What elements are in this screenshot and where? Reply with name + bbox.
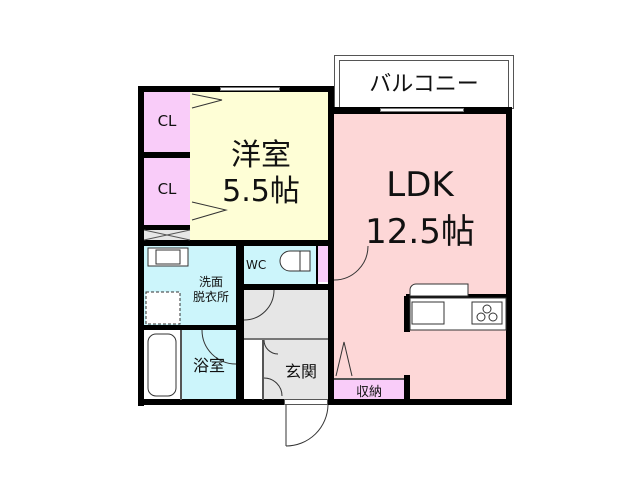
ldk-name: LDK [386,165,454,205]
wc-label: WC [246,258,267,272]
ldk-size: 12.5帖 [365,212,475,252]
hallway [244,290,328,340]
wc-closet [318,246,328,282]
washroom-label-2: 脱衣所 [192,290,229,304]
closet-top [144,92,190,152]
western-room-size: 5.5帖 [222,174,300,209]
entry-door-gap [284,399,328,405]
storage-label: 収納 [355,385,382,400]
shoe-cabinet [244,340,264,400]
window-ldk [380,108,464,112]
balcony: バルコニー [334,55,514,109]
entrance-room [264,340,328,400]
western-room-name: 洋室 [231,138,291,173]
washroom-label-1: 洗面 [198,275,223,289]
bathroom-label: 浴室 [192,356,225,375]
ldk-room [334,114,506,400]
closet-bottom-label: CL [157,180,177,198]
western-room [190,92,330,240]
entrance-label: 玄関 [284,362,317,381]
window-western [220,87,280,91]
storage-room [334,378,404,400]
closet-top-label: CL [157,112,177,130]
closet-bottom [144,158,190,226]
balcony-label: バルコニー [369,72,479,97]
